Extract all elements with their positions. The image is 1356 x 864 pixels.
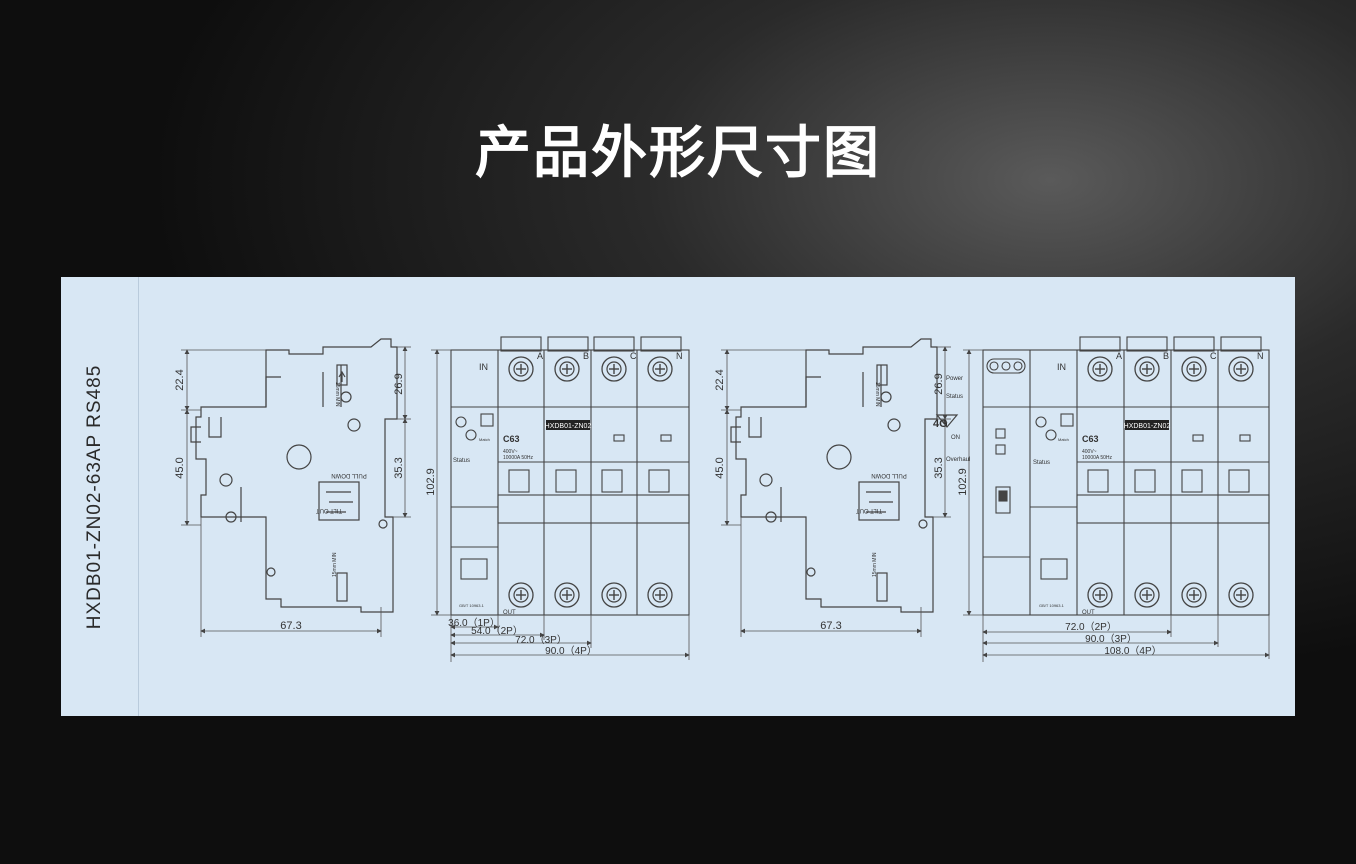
left-width-3p: 72.0（3P） (515, 634, 567, 646)
right-pole-a: A (1116, 351, 1122, 361)
right-side-dim-right-mid: 35.3 (933, 457, 945, 478)
left-pole-a: A (537, 351, 543, 361)
left-rating: C63 (503, 434, 520, 444)
right-on-label: ON (951, 435, 960, 441)
left-width-1p: 36.0（1P） (448, 617, 500, 629)
left-front-view (450, 336, 690, 616)
right-front-status-label: Status (1033, 460, 1050, 466)
left-pole-c-top-screw (601, 356, 627, 382)
drawings: 22.4 45.0 26.9 35.3 67.3 PULL DOWN TILT … (174, 336, 1270, 662)
left-pole-c: C (630, 351, 637, 361)
right-pole-n: N (1257, 351, 1264, 361)
right-tilt-out-label: TILT OUT (856, 507, 882, 513)
left-out-label: OUT (503, 610, 516, 616)
left-pole-b-top-screw (554, 356, 580, 382)
left-pole-n-bottom-screw (647, 582, 673, 608)
right-front-height: 102.9 (957, 468, 969, 496)
left-side-dim-right-top: 26.9 (393, 373, 405, 394)
right-pole-c: C (1210, 351, 1217, 361)
right-pole-a-bottom-screw (1087, 582, 1113, 608)
left-pole-a-top-screw (508, 356, 534, 382)
right-pole-c-bottom-screw (1181, 582, 1207, 608)
left-side-dim-right-mid: 35.3 (393, 457, 405, 478)
right-min-top-label: 15mm MIN (874, 382, 880, 407)
right-width-3p: 90.0（3P） (1085, 633, 1137, 645)
right-overhaul-label: Overhaul (946, 457, 970, 463)
left-pole-n: N (676, 351, 683, 361)
right-pole-n-top-screw (1228, 356, 1254, 382)
right-power-label: Power (946, 376, 963, 382)
left-in-label: IN (479, 362, 488, 372)
left-side-view (190, 338, 398, 613)
page-title: 产品外形尺寸图 (475, 121, 881, 186)
right-side-dim-middle: 45.0 (714, 457, 726, 478)
right-width-4p: 108.0（4P） (1104, 645, 1161, 657)
left-pole-b: B (583, 351, 589, 361)
left-pole-a-bottom-screw (508, 582, 534, 608)
model-strip: HXDB01-ZN02-63AP RS485 (61, 277, 139, 716)
left-front-dims (431, 349, 690, 662)
left-min-top-label: 15mm MIN (334, 382, 340, 407)
left-side-dim-middle: 45.0 (174, 457, 186, 478)
right-4g-label: 4G (933, 418, 948, 430)
right-pole-c-top-screw (1181, 356, 1207, 382)
right-side-view (730, 338, 959, 613)
left-pull-down-label: PULL DOWN (331, 472, 366, 478)
left-side-dims (181, 346, 411, 637)
right-spec: 400V~ (1082, 449, 1097, 455)
right-front-dims (963, 349, 1270, 662)
left-match-label: Match (479, 437, 490, 442)
right-min-bottom-label: 15mm MIN (872, 552, 878, 577)
left-width-2p: 54.0（2P） (471, 625, 523, 637)
right-pole-a-top-screw (1087, 356, 1113, 382)
right-pole-n-bottom-screw (1228, 582, 1254, 608)
right-device-label-bg (1125, 420, 1169, 430)
right-side-dim-width: 67.3 (820, 620, 841, 632)
left-width-4p: 90.0（4P） (545, 645, 597, 657)
right-pole-b: B (1163, 351, 1169, 361)
left-pole-b-bottom-screw (554, 582, 580, 608)
right-side-dims (721, 346, 951, 637)
left-side-dim-top: 22.4 (174, 369, 186, 390)
right-side-dim-right-top: 26.9 (933, 373, 945, 394)
left-pole-n-top-screw (647, 356, 673, 382)
left-side-dim-width: 67.3 (280, 620, 301, 632)
left-pole-c-bottom-screw (601, 582, 627, 608)
right-cert-label: GB/T 10963.1 (1039, 603, 1065, 608)
right-in-label: IN (1057, 362, 1066, 372)
right-status-label: Status (946, 394, 963, 400)
right-pole-b-top-screw (1134, 356, 1160, 382)
right-out-label: OUT (1082, 610, 1095, 616)
right-spec2: 10000A 50Hz (1082, 455, 1113, 461)
right-rating: C63 (1082, 434, 1099, 444)
left-spec2: 10000A 50Hz (503, 455, 534, 461)
right-side-dim-top: 22.4 (714, 369, 726, 390)
right-pull-down-label: PULL DOWN (871, 472, 906, 478)
left-spec: 400V~ (503, 449, 518, 455)
dimension-drawing-panel: HXDB01-ZN02-63AP RS485 (61, 277, 1295, 716)
left-front-height: 102.9 (425, 468, 437, 496)
right-match-label: Match (1058, 437, 1069, 442)
right-width-2p: 72.0（2P） (1065, 621, 1117, 633)
right-device-label: HXDB01-ZN02 (1124, 423, 1171, 430)
right-pole-b-bottom-screw (1134, 582, 1160, 608)
right-front-view (982, 336, 1270, 616)
left-cert-label: GB/T 10963.1 (459, 603, 485, 608)
left-device-label-bg (546, 420, 590, 430)
left-tilt-out-label: TILT OUT (316, 507, 342, 513)
left-status-label: Status (453, 458, 470, 464)
left-min-bottom-label: 15mm MIN (332, 552, 338, 577)
left-device-label: HXDB01-ZN02 (545, 423, 592, 430)
